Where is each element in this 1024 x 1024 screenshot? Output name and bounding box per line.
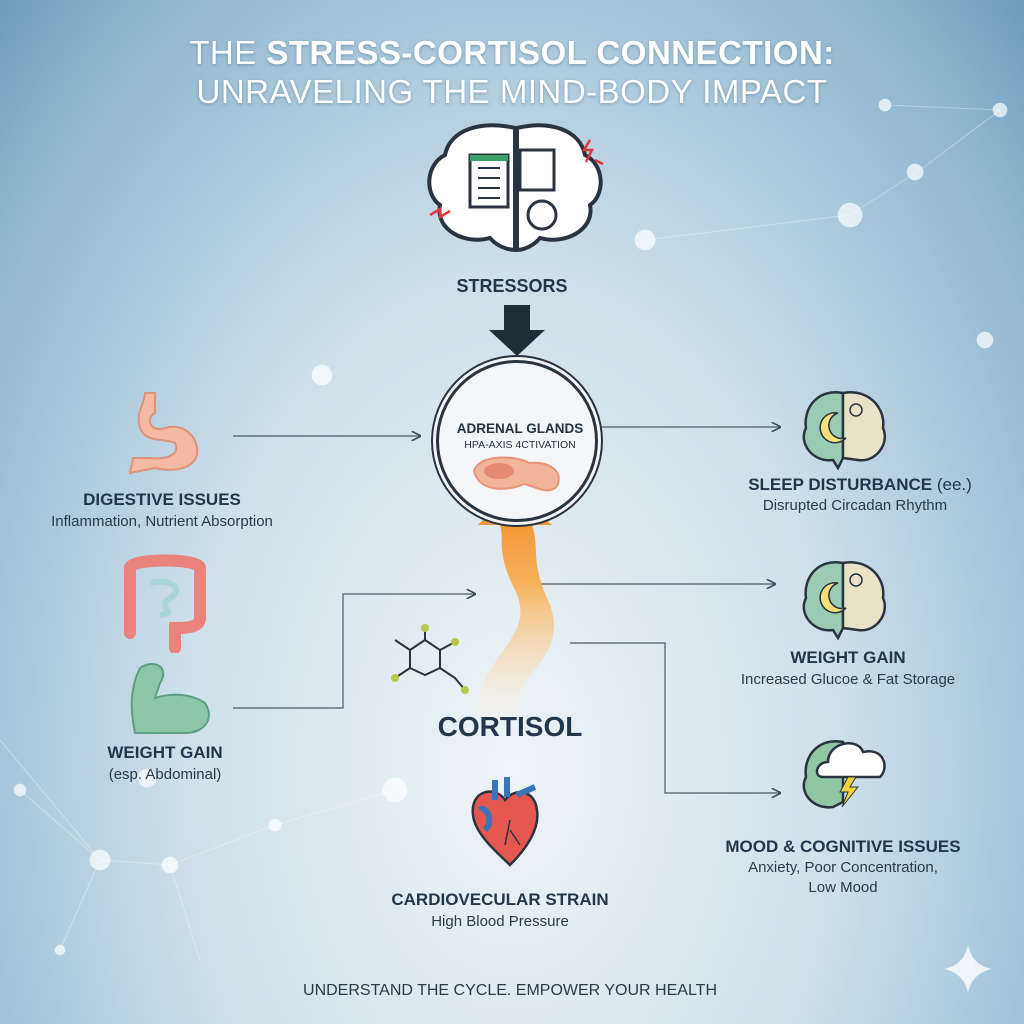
weight-gain-left-title: WEIGHT GAIN xyxy=(107,743,223,762)
weight-gain-right-subtitle: Increased Glucoe & Fat Storage xyxy=(740,671,956,688)
title-line-2: UNRAVELING THE MIND-BODY IMPACT xyxy=(196,73,828,110)
stressed-brain-icon xyxy=(427,123,604,253)
mood-cognitive-subtitle: Anxiety, Poor Concentration, xyxy=(748,859,938,876)
weight-gain-left-subtitle: (esp. Abdominal) xyxy=(108,766,222,783)
digestive-issues-title: DIGESTIVE ISSUES xyxy=(83,490,241,509)
cortisol-molecule-icon xyxy=(391,624,469,694)
mood-cognitive-subtitle-2: Low Mood xyxy=(808,879,878,896)
heart-icon xyxy=(471,777,539,867)
adrenal-title: ADRENAL GLANDS xyxy=(456,421,584,436)
muscle-icon xyxy=(130,663,210,734)
stomach-icon xyxy=(128,392,199,475)
sleep-disturbance-subtitle: Disrupted Circadan Rhythm xyxy=(762,497,948,514)
footer-tagline: UNDERSTAND THE CYCLE. EMPOWER YOUR HEALT… xyxy=(303,982,717,999)
title-line-1: THE STRESS-CORTISOL CONNECTION: xyxy=(189,34,835,71)
intestines-icon xyxy=(124,554,206,653)
down-arrow-icon xyxy=(489,305,545,356)
weight-gain-right-title: WEIGHT GAIN xyxy=(790,648,906,667)
mood-cognitive-title: MOOD & COGNITIVE ISSUES xyxy=(725,837,961,856)
sleep-disturbance-title: SLEEP DISTURBANCE (ee.) xyxy=(748,475,972,494)
adrenal-subtitle: HPA-AXIS 4CTIVATION xyxy=(464,439,576,451)
adrenal-gland-icon xyxy=(472,456,560,492)
cortisol-label: CORTISOL xyxy=(437,711,583,742)
sleep-brain-icon xyxy=(802,390,886,470)
cardiovascular-strain-title: CARDIOVECULAR STRAIN xyxy=(391,890,609,909)
sleep-brain-icon xyxy=(802,560,886,640)
stressors-label: STRESSORS xyxy=(456,276,568,296)
digestive-issues-subtitle: Inflammation, Nutrient Absorption xyxy=(51,513,273,530)
cardiovascular-strain-subtitle: High Blood Pressure xyxy=(431,913,569,930)
storm-cloud-icon xyxy=(802,739,886,809)
adrenal-glands-node: ADRENAL GLANDS HPA-AXIS 4CTIVATION xyxy=(436,360,598,522)
cortisol-flow-arrow xyxy=(477,490,554,720)
